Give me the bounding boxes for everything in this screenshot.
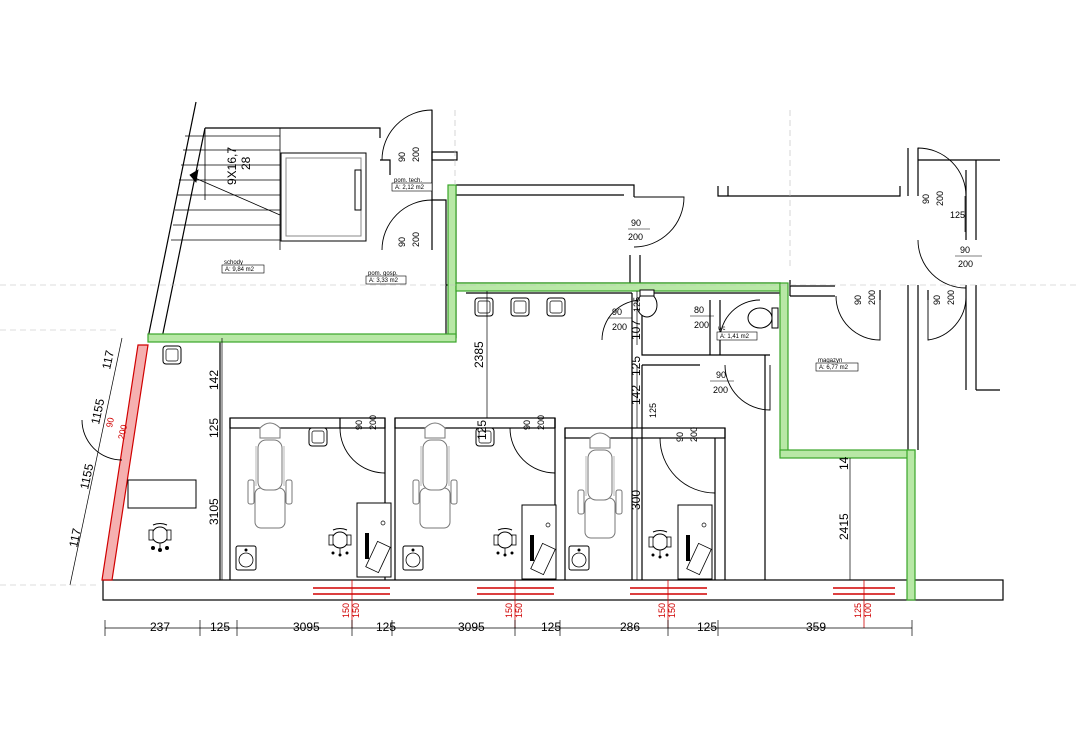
dim-125c: 125	[629, 356, 643, 376]
dim-2385: 2385	[472, 341, 486, 368]
window-4-b: 100	[863, 603, 873, 618]
dim-125d: 125	[648, 403, 658, 418]
dim-107: 107	[629, 320, 643, 340]
dim-bottom-3: 3095	[293, 620, 320, 634]
window-3-a: 150	[657, 603, 667, 618]
dim-left-1: 117	[99, 349, 117, 371]
window-labels: 150 150 150 150 150 150 125 100	[341, 603, 873, 618]
wc-room-name: wc	[717, 326, 725, 332]
utility-door-width: 90	[397, 237, 407, 247]
upper-mid-door-height: 200	[628, 232, 643, 242]
dim-bottom-2: 125	[210, 620, 230, 634]
stair-extra: 28	[239, 156, 253, 170]
dim-bottom-8: 125	[697, 620, 717, 634]
dim-bottom-6: 125	[541, 620, 561, 634]
dim-left-4: 117	[66, 527, 84, 549]
dim-125e: 125	[632, 297, 642, 312]
dim-14: 14	[837, 456, 851, 470]
reference-grid	[0, 110, 1079, 586]
storage-door-a-width: 90	[853, 295, 863, 305]
utility-room-area: A: 3,33 m2	[369, 278, 399, 284]
office3-door-height: 200	[689, 427, 699, 442]
stairs-room-name: schody	[224, 260, 243, 266]
storage-door-b-width: 90	[932, 295, 942, 305]
wc-door-height: 200	[694, 320, 709, 330]
storage-door-b-height: 200	[946, 290, 956, 305]
office1-door-height: 200	[368, 415, 378, 430]
dim-300: 300	[629, 490, 643, 510]
window-3-b: 150	[667, 603, 677, 618]
stair-spec: 9X16,7	[225, 147, 239, 185]
dim-bottom-4: 125	[376, 620, 396, 634]
window-1-b: 150	[351, 603, 361, 618]
dim-2415: 2415	[837, 513, 851, 540]
windows	[313, 580, 895, 628]
right-top-door-width: 90	[921, 194, 931, 204]
reception-desk	[127, 479, 197, 552]
tech-door-width: 90	[397, 152, 407, 162]
stairs-room-area: A: 9,84 m2	[225, 267, 255, 273]
window-2-a: 150	[504, 603, 514, 618]
small-room-door-height: 200	[612, 322, 627, 332]
corridor-door-height: 200	[713, 385, 728, 395]
window-2-b: 150	[514, 603, 524, 618]
right-mid-door-width: 90	[960, 245, 970, 255]
dim-bottom-9: 359	[806, 620, 826, 634]
dim-bottom-7: 286	[620, 620, 640, 634]
stairs	[171, 128, 281, 250]
tech-room-name: pom. tech.	[394, 178, 422, 184]
dim-125a: 125	[207, 418, 221, 438]
utility-room-name: pom. gosp.	[368, 271, 398, 277]
window-1-a: 150	[341, 603, 351, 618]
tech-door-height: 200	[411, 147, 421, 162]
dimension-labels: 237 125 3095 125 3095 125 286 125 359 11…	[66, 297, 851, 634]
office1-door-width: 90	[354, 420, 364, 430]
dim-bottom-1: 237	[150, 620, 170, 634]
wc-room-area: A: 1,41 m2	[720, 334, 750, 340]
window-4-a: 125	[853, 603, 863, 618]
office2-door-width: 90	[522, 420, 532, 430]
dim-125b: 125	[475, 420, 489, 440]
storage-door-a-height: 200	[867, 290, 877, 305]
wc-door-width: 80	[694, 305, 704, 315]
right-mid-door-height: 200	[958, 259, 973, 269]
dim-left-2: 1155	[88, 397, 107, 425]
dim-bottom-5: 3095	[458, 620, 485, 634]
entrance-door-height: 200	[116, 424, 129, 441]
entrance-wall	[101, 344, 149, 581]
dimension-lines	[69, 196, 966, 636]
entrance-door-width: 90	[104, 417, 116, 429]
small-room-door-width: 90	[612, 307, 622, 317]
right-top-gap: 125	[950, 210, 965, 220]
utility-door-height: 200	[411, 232, 421, 247]
storage-room-area: A: 6,77 m2	[819, 365, 849, 371]
door-labels: 90 200 90 200 90 200 90 200 125 90 200 9…	[104, 147, 982, 442]
green-walls	[147, 184, 916, 601]
dim-left-3: 1155	[77, 462, 96, 490]
elevator	[280, 152, 367, 242]
corridor-door-width: 90	[716, 370, 726, 380]
dim-3105: 3105	[207, 498, 221, 525]
storage-room-name: magazyn	[818, 358, 842, 364]
dim-142a: 142	[207, 370, 221, 390]
waiting-chairs	[162, 297, 566, 447]
office2-door-height: 200	[536, 415, 546, 430]
dim-142b: 142	[629, 385, 643, 405]
tech-room-area: A: 2,12 m2	[395, 185, 425, 191]
toilets	[636, 289, 779, 329]
office3-door-width: 90	[675, 432, 685, 442]
upper-mid-door-width: 90	[631, 218, 641, 228]
right-top-door-height: 200	[935, 191, 945, 206]
room-labels: schody A: 9,84 m2 9X16,7 28 pom. tech. A…	[221, 147, 859, 372]
